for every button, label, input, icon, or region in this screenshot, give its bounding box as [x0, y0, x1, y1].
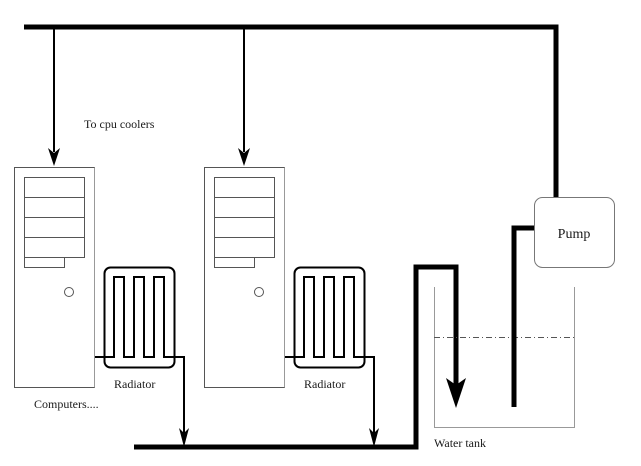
radiator-1	[95, 266, 189, 447]
label-radiator-2: Radiator	[304, 377, 345, 391]
drive-bay	[214, 237, 275, 258]
label-pump: Pump	[558, 227, 591, 242]
drive-bay	[24, 177, 85, 198]
pump: Pump	[534, 197, 615, 268]
computer-2	[204, 167, 285, 388]
drive-bay	[214, 217, 275, 238]
power-button-icon	[254, 287, 264, 297]
power-button-icon	[64, 287, 74, 297]
drive-bay	[214, 197, 275, 218]
supply-drop-1	[48, 27, 60, 166]
supply-pipe	[24, 24, 559, 197]
drive-bay	[24, 217, 85, 238]
arrow-down-icon	[179, 428, 189, 447]
tank-walls	[434, 287, 575, 428]
radiator-coil	[285, 276, 375, 433]
computer-1	[14, 167, 95, 388]
pump-intake-pipe	[511, 225, 534, 407]
floppy-bay	[24, 257, 65, 268]
arrow-down-icon	[446, 378, 466, 408]
drive-bay	[214, 177, 275, 198]
drive-bay	[24, 197, 85, 218]
radiator-body	[103, 266, 176, 369]
radiator-body	[293, 266, 366, 369]
return-pipe	[134, 264, 459, 450]
floppy-bay	[214, 257, 255, 268]
supply-drop-2	[238, 27, 250, 166]
drive-bay	[24, 237, 85, 258]
label-cpu-coolers: To cpu coolers	[84, 117, 155, 131]
arrow-down-icon	[238, 148, 250, 166]
arrow-down-icon	[48, 148, 60, 166]
label-computers: Computers....	[34, 397, 99, 411]
label-water-tank: Water tank	[434, 436, 486, 450]
water-tank	[434, 287, 575, 428]
radiator-coil	[95, 276, 185, 433]
arrow-down-icon	[369, 428, 379, 447]
pump-body	[534, 197, 615, 268]
label-radiator-1: Radiator	[114, 377, 155, 391]
radiator-2	[285, 266, 379, 447]
